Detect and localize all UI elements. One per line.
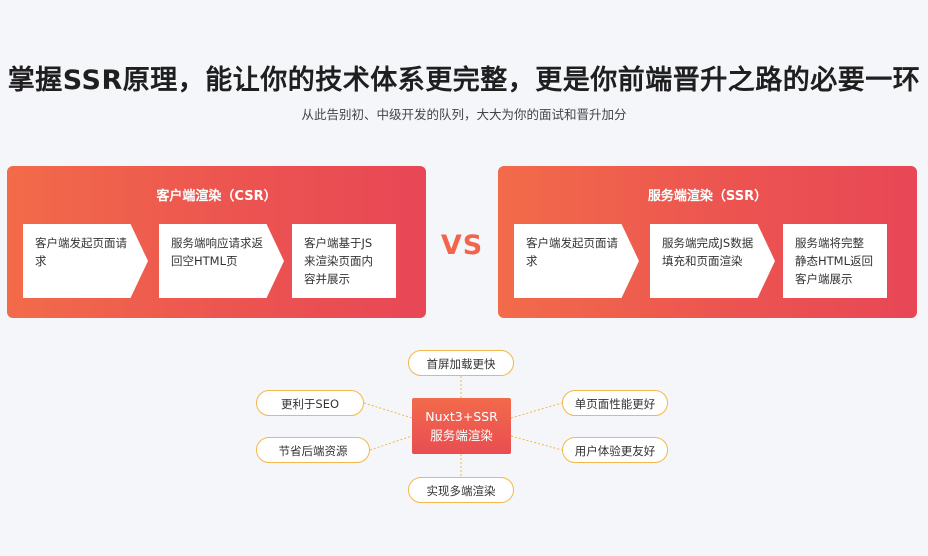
ssr-step-3: 服务端将完整静态HTML返回客户端展示 [783, 224, 887, 298]
connector-left-bottom [369, 435, 413, 451]
csr-step-1: 客户端发起页面请求 [23, 224, 148, 298]
mindmap-center: Nuxt3+SSR 服务端渲染 [412, 398, 511, 454]
page-subtitle: 从此告别初、中级开发的队列，大大为你的面试和晋升加分 [301, 107, 627, 122]
csr-step-3: 客户端基于JS来渲染页面内容并展示 [292, 224, 396, 298]
center-line-1: Nuxt3+SSR [425, 409, 498, 424]
feature-left-bottom: 节省后端资源 [256, 437, 370, 463]
connector-left-top [363, 402, 413, 419]
page-title: 掌握SSR原理，能让你的技术体系更完整，更是你前端晋升之路的必要一环 [7, 65, 921, 96]
feature-top: 首屏加载更快 [408, 350, 514, 376]
csr-panel-title: 客户端渲染（CSR） [156, 189, 277, 204]
csr-step-3-text: 客户端基于JS来渲染页面内容并展示 [304, 236, 373, 286]
ssr-step-1: 客户端发起页面请求 [514, 224, 639, 298]
ssr-step-2: 服务端完成JS数据填充和页面渲染 [650, 224, 775, 298]
connector-right-bottom [510, 435, 563, 451]
vs-label: VS [440, 230, 484, 261]
csr-step-2-text: 服务端响应请求返回空HTML页 [171, 236, 263, 268]
feature-right-bottom: 用户体验更友好 [562, 437, 668, 463]
ssr-step-1-text: 客户端发起页面请求 [526, 236, 618, 268]
csr-step-1-text: 客户端发起页面请求 [35, 236, 127, 268]
feature-bottom: 实现多端渲染 [408, 477, 514, 503]
ssr-step-2-text: 服务端完成JS数据填充和页面渲染 [662, 236, 754, 268]
feature-right-top: 单页面性能更好 [562, 390, 668, 416]
csr-step-2: 服务端响应请求返回空HTML页 [159, 224, 284, 298]
center-line-2: 服务端渲染 [430, 428, 493, 443]
ssr-panel: 服务端渲染（SSR） 客户端发起页面请求 服务端完成JS数据填充和页面渲染 服务… [498, 166, 917, 318]
feature-left-top: 更利于SEO [256, 390, 364, 416]
connector-right-top [510, 402, 563, 419]
ssr-panel-title: 服务端渲染（SSR） [647, 189, 768, 204]
ssr-step-3-text: 服务端将完整静态HTML返回客户端展示 [795, 236, 874, 286]
csr-panel: 客户端渲染（CSR） 客户端发起页面请求 服务端响应请求返回空HTML页 客户端… [7, 166, 426, 318]
